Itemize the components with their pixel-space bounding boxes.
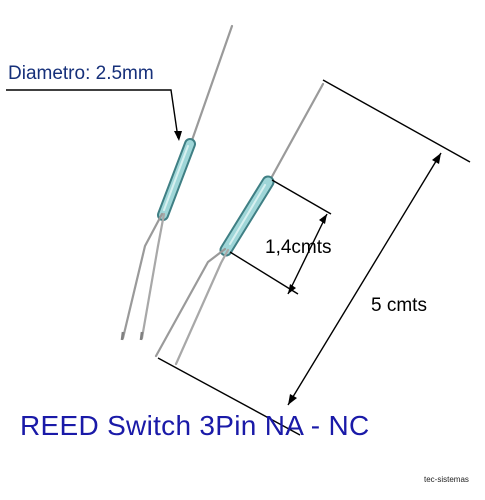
total-length-label: 5 cmts	[371, 295, 427, 316]
reed-switch-right	[154, 82, 325, 366]
lead-leg	[154, 247, 227, 358]
product-title: REED Switch 3Pin NA - NC	[20, 410, 370, 441]
lead-leg	[174, 248, 230, 366]
lead-wire	[188, 24, 234, 148]
lead-wire	[267, 82, 325, 184]
capsule-length-label: 1,4cmts	[265, 237, 332, 258]
lead-leg	[140, 212, 166, 340]
total-length-dimension	[157, 79, 471, 436]
reed-switch-left	[120, 24, 234, 341]
lead-leg	[121, 212, 164, 340]
watermark: tec-sistemas	[424, 475, 469, 484]
capsule-length-dimension	[229, 179, 332, 295]
diameter-callout	[6, 89, 182, 141]
diameter-label: Diametro: 2.5mm	[8, 63, 154, 84]
